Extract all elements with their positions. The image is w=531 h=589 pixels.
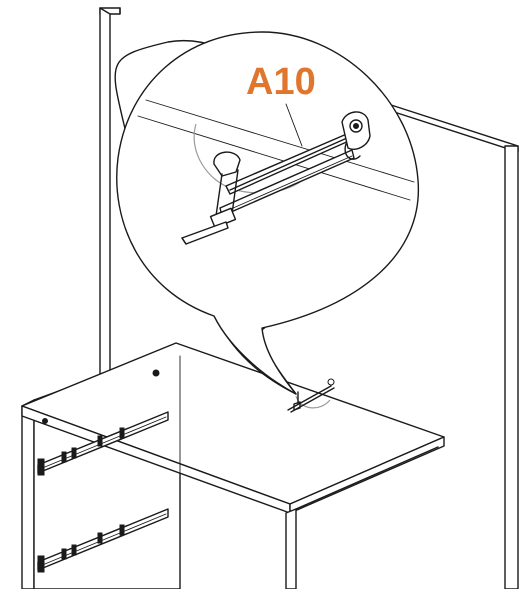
part-label: A10: [246, 61, 316, 103]
magnified-callout: [114, 31, 420, 395]
cabinet: [21, 342, 445, 589]
drawer-rail-lower: [37, 508, 169, 573]
leader-line: [285, 103, 303, 147]
part-label-group: A10: [246, 61, 316, 147]
anti-tip-bracket-small: [287, 378, 335, 413]
hole-icon: [152, 369, 160, 377]
drawer-rail-upper: [37, 411, 169, 476]
hole-icon: [42, 418, 48, 424]
